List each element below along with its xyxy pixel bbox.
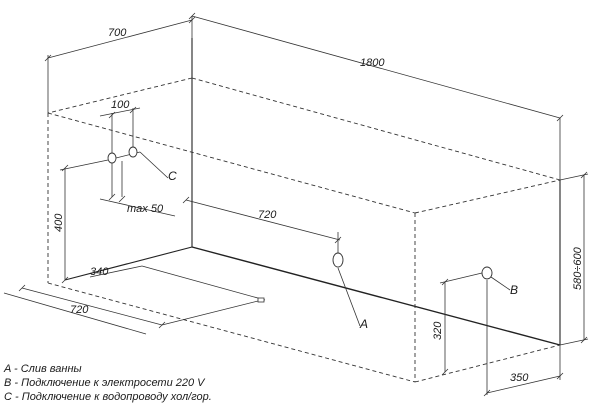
dim-port-b-offset: 350 [483,280,564,397]
drain-port [332,252,344,268]
dim-floor-short: 340 [89,265,266,301]
dim-drain-offset-top-label: 720 [258,209,277,221]
legend-item-c: C - Подключение к водопроводу хол/гор. [4,391,212,403]
dim-height-right: 580÷600 [559,171,589,346]
label-b: B [510,283,518,297]
floor-marker [257,297,265,303]
water-port-cold [107,152,117,164]
dim-width-label: 700 [108,27,127,39]
dim-height-left-label: 400 [53,213,65,232]
water-supply-ports: C [107,146,177,183]
leader-b [490,276,511,291]
dim-height-left: 400 [53,159,109,284]
dim-floor-long-label: 720 [70,304,89,316]
floor-left-edge [64,246,193,281]
dim-floor-short-label: 340 [90,266,109,278]
dim-drain-offset-top: 720 [182,196,342,253]
dim-port-b-height: 320 [432,272,483,376]
bottom-front-edge [47,282,416,383]
dim-max-offset: max 50 [99,161,176,217]
dim-max-offset-label: max 50 [127,203,164,215]
electric-port [481,266,493,280]
dim-floor-long: 720 [3,284,265,335]
top-left-edge [47,77,193,114]
bathtub-box-outline [64,38,561,346]
drain-a: A [332,252,368,331]
legend: A - Слив ванны B - Подключение к электро… [3,363,212,403]
dim-length-top: 1800 [188,12,564,180]
top-back-edge [191,77,561,181]
dim-pipe-spacing-label: 100 [111,99,130,111]
label-a: A [359,317,368,331]
legend-item-b: B - Подключение к электросети 220 V [4,377,206,389]
leader-a [337,267,361,327]
bottom-right-edge [414,344,561,383]
dim-port-b-offset-label: 350 [510,372,529,384]
floor-back-edge [191,246,561,346]
legend-item-a: A - Слив ванны [3,363,82,375]
dim-port-b-height-label: 320 [432,321,444,340]
leader-c [139,151,169,179]
dim-height-right-label: 580÷600 [572,246,584,290]
top-front-edge [47,112,416,214]
dim-width-top: 700 [44,16,196,113]
bathtub-box-hidden-edges [47,77,561,383]
water-port-hot [128,146,138,158]
top-right-edge [414,179,561,214]
dim-length-label: 1800 [360,57,385,69]
dim-pipe-spacing: 100 [99,99,141,153]
label-c: C [168,169,177,183]
electric-port-b: B [481,266,518,297]
